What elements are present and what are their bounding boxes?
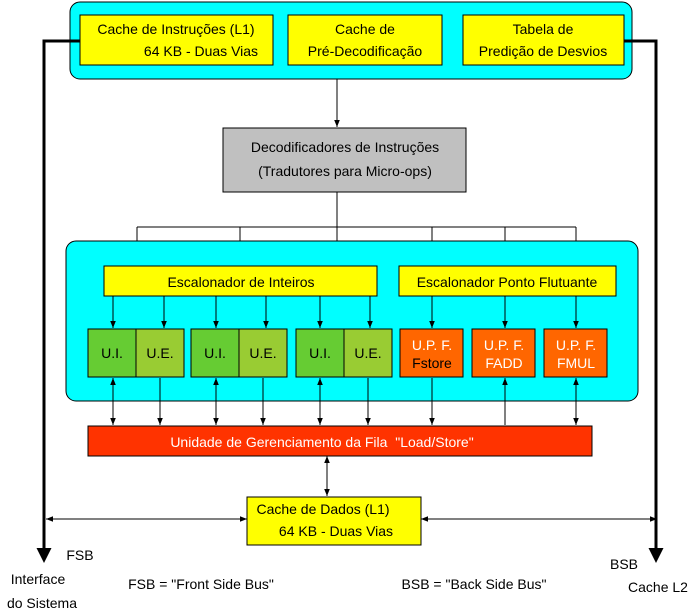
fp-unit-fmul: U.P. F. FMUL — [543, 328, 608, 378]
branch-prediction-table-box: Tabela de Predição de Desvios — [462, 14, 625, 66]
fp-unit-fstore: U.P. F. Fstore — [399, 328, 464, 378]
l1-data-cache-size: 64 KB - Duas Vias — [279, 523, 393, 539]
ue-box — [135, 328, 185, 378]
fp-unit-type: FMUL — [557, 355, 595, 371]
integer-unit-pair-2: U.I. U.E. — [190, 328, 288, 378]
ue-box — [238, 328, 288, 378]
scheduler-to-unit-arrows — [110, 296, 579, 328]
fsb-bus-line — [36, 39, 80, 563]
ue-label: U.E. — [249, 345, 276, 361]
system-interface-line1: Interface — [11, 571, 66, 587]
ue-box — [343, 328, 393, 378]
instruction-decoders-box: Decodificadores de Instruções (Tradutore… — [222, 127, 467, 193]
integer-scheduler-box: Escalonador de Inteiros — [103, 265, 378, 297]
predecode-cache-line2: Pré-Decodificação — [308, 43, 423, 59]
l1-data-cache-title: Cache de Dados (L1) — [256, 501, 389, 517]
l1-data-cache-box: Cache de Dados (L1) 64 KB - Duas Vias — [246, 496, 422, 546]
load-store-label: Unidade de Gerenciamento da Fila "Load/S… — [170, 434, 473, 450]
bsb-label: BSB — [610, 556, 638, 572]
ue-label: U.E. — [354, 345, 381, 361]
l1-instruction-cache-size: 64 KB - Duas Vias — [144, 43, 258, 59]
unit-to-loadstore-arrows — [110, 378, 579, 425]
fp-unit-label: U.P. F. — [556, 337, 596, 353]
l1-instruction-cache-box: Cache de Instruções (L1) 64 KB - Duas Vi… — [79, 14, 274, 66]
ui-label: U.I. — [101, 345, 123, 361]
ui-label: U.I. — [204, 345, 226, 361]
fsb-label: FSB — [66, 547, 93, 563]
ui-box — [295, 328, 345, 378]
ui-box — [190, 328, 240, 378]
integer-unit-pair-3: U.I. U.E. — [295, 328, 393, 378]
fp-unit-label: U.P. F. — [412, 337, 452, 353]
branch-table-line2: Predição de Desvios — [479, 43, 607, 59]
bsb-bus-line — [624, 39, 664, 563]
load-store-queue-box: Unidade de Gerenciamento da Fila "Load/S… — [87, 425, 593, 457]
fp-unit-type: FADD — [485, 355, 522, 371]
decoders-line1: Decodificadores de Instruções — [251, 139, 439, 155]
l1-instruction-cache-title: Cache de Instruções (L1) — [97, 21, 254, 37]
system-interface-line2: do Sistema — [7, 595, 77, 611]
fp-unit-label: U.P. F. — [484, 337, 524, 353]
predecode-cache-line1: Cache de — [335, 21, 395, 37]
predecode-cache-box: Cache de Pré-Decodificação — [287, 14, 443, 66]
ui-box — [87, 328, 137, 378]
fsb-legend: FSB = "Front Side Bus" — [128, 576, 274, 592]
branch-table-line1: Tabela de — [513, 21, 574, 37]
l2-cache-label: Cache L2 — [628, 579, 688, 595]
fp-unit-fadd: U.P. F. FADD — [471, 328, 536, 378]
ue-label: U.E. — [146, 345, 173, 361]
fp-unit-type: Fstore — [412, 355, 452, 371]
fp-scheduler-label: Escalonador Ponto Flutuante — [417, 274, 598, 290]
fp-scheduler-box: Escalonador Ponto Flutuante — [398, 265, 617, 297]
ui-label: U.I. — [309, 345, 331, 361]
integer-unit-pair-1: U.I. U.E. — [87, 328, 185, 378]
decoders-line2: (Tradutores para Micro-ops) — [258, 163, 432, 179]
integer-scheduler-label: Escalonador de Inteiros — [167, 274, 314, 290]
bsb-legend: BSB = "Back Side Bus" — [402, 576, 547, 592]
